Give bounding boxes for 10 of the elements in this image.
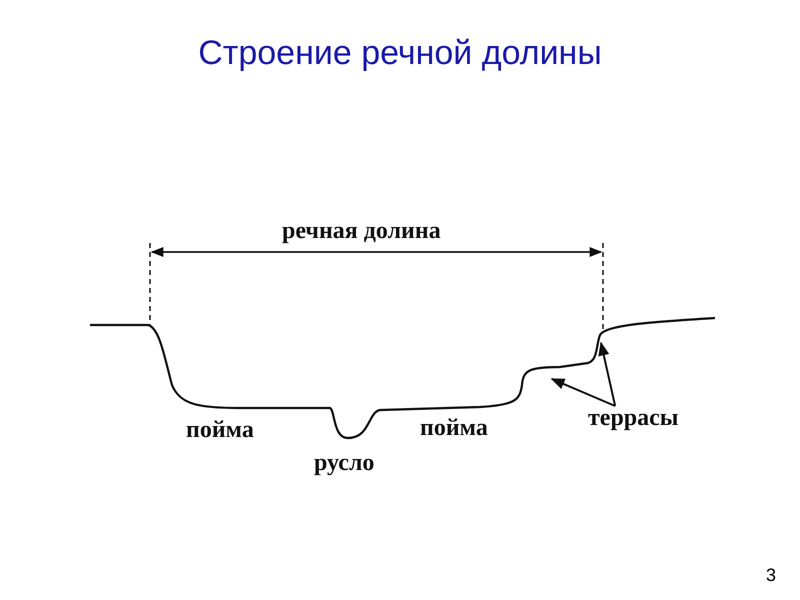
floodplain-label: пойма	[420, 416, 488, 440]
leader-line	[550, 378, 616, 407]
floodplain-label: пойма	[186, 418, 254, 442]
channel-label: русло	[314, 451, 374, 475]
terrace-label: террасы	[588, 406, 679, 430]
page-number: 3	[766, 566, 776, 584]
title: Строение речной долины	[197, 36, 603, 70]
leader-line	[598, 342, 616, 406]
dimension-label: речная долина	[282, 219, 441, 243]
river-valley-profile-drawing	[90, 316, 716, 440]
